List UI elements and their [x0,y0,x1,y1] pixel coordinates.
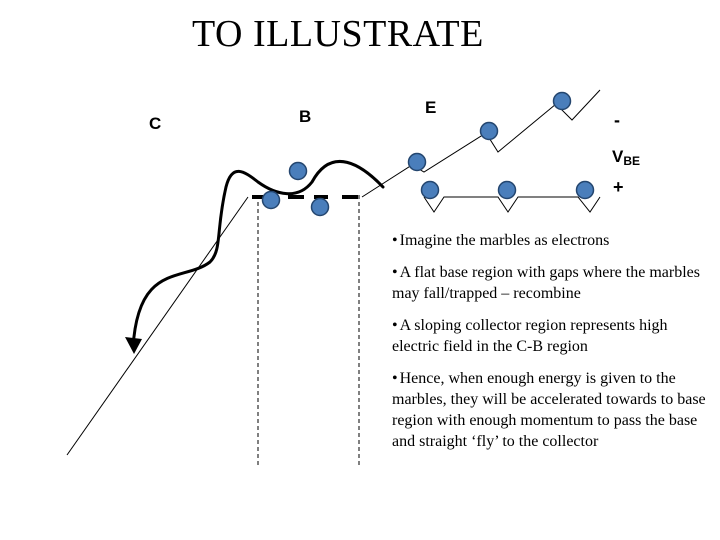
marble [420,180,440,200]
bullet-item: •Imagine the marbles as electrons [392,230,712,251]
bullet-text: Imagine the marbles as electrons [399,232,610,249]
marble [310,197,330,217]
bullet-text: Hence, when enough energy is given to th… [392,370,706,450]
vbe-main: V [612,147,624,166]
minus-terminal-label: - [614,110,620,130]
bullet-item: •Hence, when enough energy is given to t… [392,368,712,452]
marble [288,161,308,181]
bullet-dot: • [392,317,398,334]
bullet-text: A sloping collector region represents hi… [392,317,668,355]
bullet-list: •Imagine the marbles as electrons •A fla… [392,230,712,463]
collector-slope-line [66,196,249,456]
bullet-item: •A flat base region with gaps where the … [392,262,712,304]
emitter-lower-sawtooth [423,196,601,213]
bullet-dot: • [392,264,398,281]
marble [552,91,572,111]
base-label: B [299,107,312,126]
marble [407,152,427,172]
plus-terminal-label: + [613,177,624,197]
vbe-subscript: BE [623,154,641,168]
marble-trajectory-arrow [131,160,385,350]
marbles [261,91,595,217]
bullet-dot: • [392,232,398,249]
slide-title: TO ILLUSTRATE [192,13,484,55]
marble [261,190,281,210]
emitter-label: E [425,98,437,117]
vbe-label: VBE [612,147,640,168]
collector-label: C [149,114,162,133]
marble [479,121,499,141]
marble [575,180,595,200]
bullet-dot: • [392,370,398,387]
bullet-item: •A sloping collector region represents h… [392,315,712,357]
arrow-head [125,337,142,354]
marble [497,180,517,200]
bullet-text: A flat base region with gaps where the m… [392,264,700,302]
